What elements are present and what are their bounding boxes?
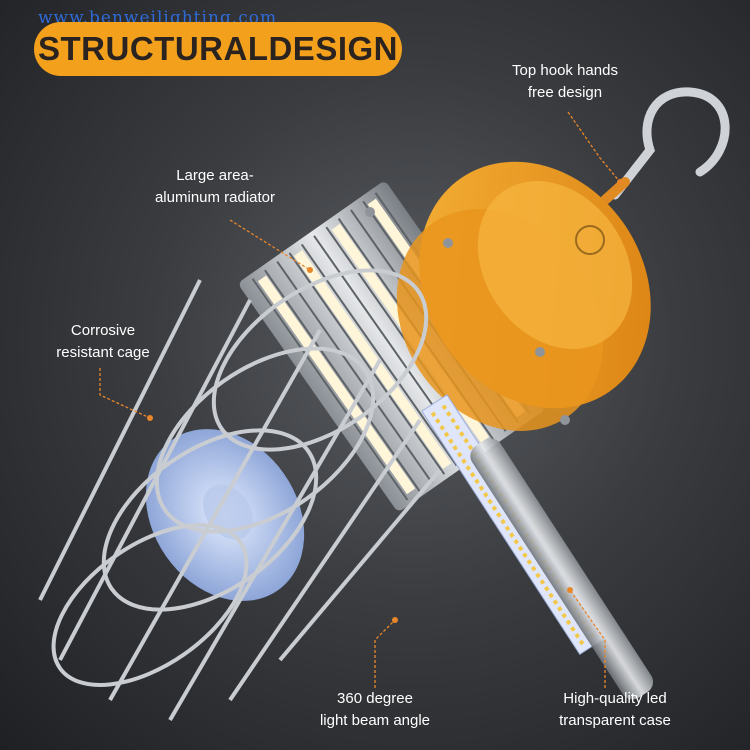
callout-case: High-quality led transparent case — [535, 688, 695, 732]
callout-hook-line1: Top hook hands — [512, 62, 618, 79]
callout-radiator: Large area- aluminum radiator — [140, 165, 290, 209]
callout-case-line1: High-quality led — [563, 690, 667, 707]
transparent-case — [470, 438, 654, 700]
callout-beam-line1: 360 degree — [337, 690, 413, 707]
callout-cage-line1: Corrosive — [70, 322, 136, 339]
callout-hook: Top hook hands free design — [495, 60, 635, 104]
callout-beam-line2: light beam angle — [319, 712, 431, 729]
callout-cage: Corrosive resistant cage — [38, 320, 168, 364]
orange-housing — [365, 161, 651, 431]
hook-icon — [600, 87, 730, 205]
title-banner: STRUCTURALDESIGN — [34, 22, 402, 76]
callout-cage-line2: resistant cage — [56, 344, 150, 361]
callout-hook-line2: free design — [527, 84, 603, 101]
page-title: STRUCTURALDESIGN — [38, 30, 398, 67]
callout-beam: 360 degree light beam angle — [305, 688, 445, 732]
leader-lines — [99, 111, 621, 688]
protective-cage — [38, 268, 442, 722]
callout-case-line2: transparent case — [559, 712, 671, 729]
callout-radiator-line2: aluminum radiator — [154, 189, 276, 206]
callout-radiator-line1: Large area- — [176, 167, 254, 184]
